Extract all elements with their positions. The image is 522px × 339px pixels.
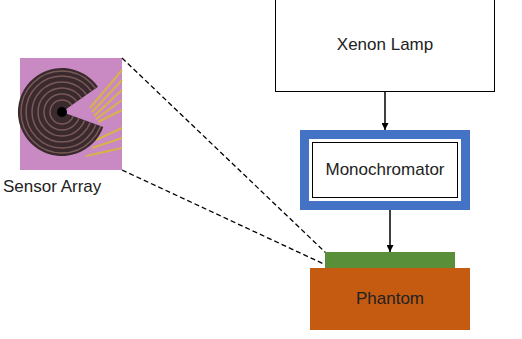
xenon-box: Xenon Lamp: [275, 0, 495, 92]
image-caption: Sensor Array: [3, 177, 101, 197]
spiral-ring: [38, 88, 86, 136]
mono-box: Monochromator: [300, 130, 470, 210]
node-label: Xenon Lamp: [337, 35, 433, 55]
trace-line: [98, 110, 122, 122]
monochromator-inner-box: Monochromator: [312, 142, 458, 198]
spiral-rings: [21, 71, 103, 153]
spiral-ring: [50, 100, 74, 124]
spiral-ring: [26, 76, 98, 148]
spiral-ring: [44, 94, 80, 130]
arrow-connector: [384, 92, 386, 130]
arrow-connector: [389, 210, 391, 252]
node-label: Monochromator: [325, 160, 444, 180]
spiral-ring: [21, 71, 103, 153]
node-label: Phantom: [356, 289, 424, 309]
center-dot: [57, 107, 67, 117]
phantom-box: Phantom: [310, 252, 470, 330]
zoom-leader: [122, 170, 326, 265]
sensor-layer: [325, 252, 455, 268]
spiral-sensor: [18, 68, 103, 156]
trace-line: [86, 148, 122, 156]
spiral-ring: [32, 82, 92, 142]
trace-line: [92, 138, 122, 148]
phantom-body: Phantom: [310, 268, 470, 330]
